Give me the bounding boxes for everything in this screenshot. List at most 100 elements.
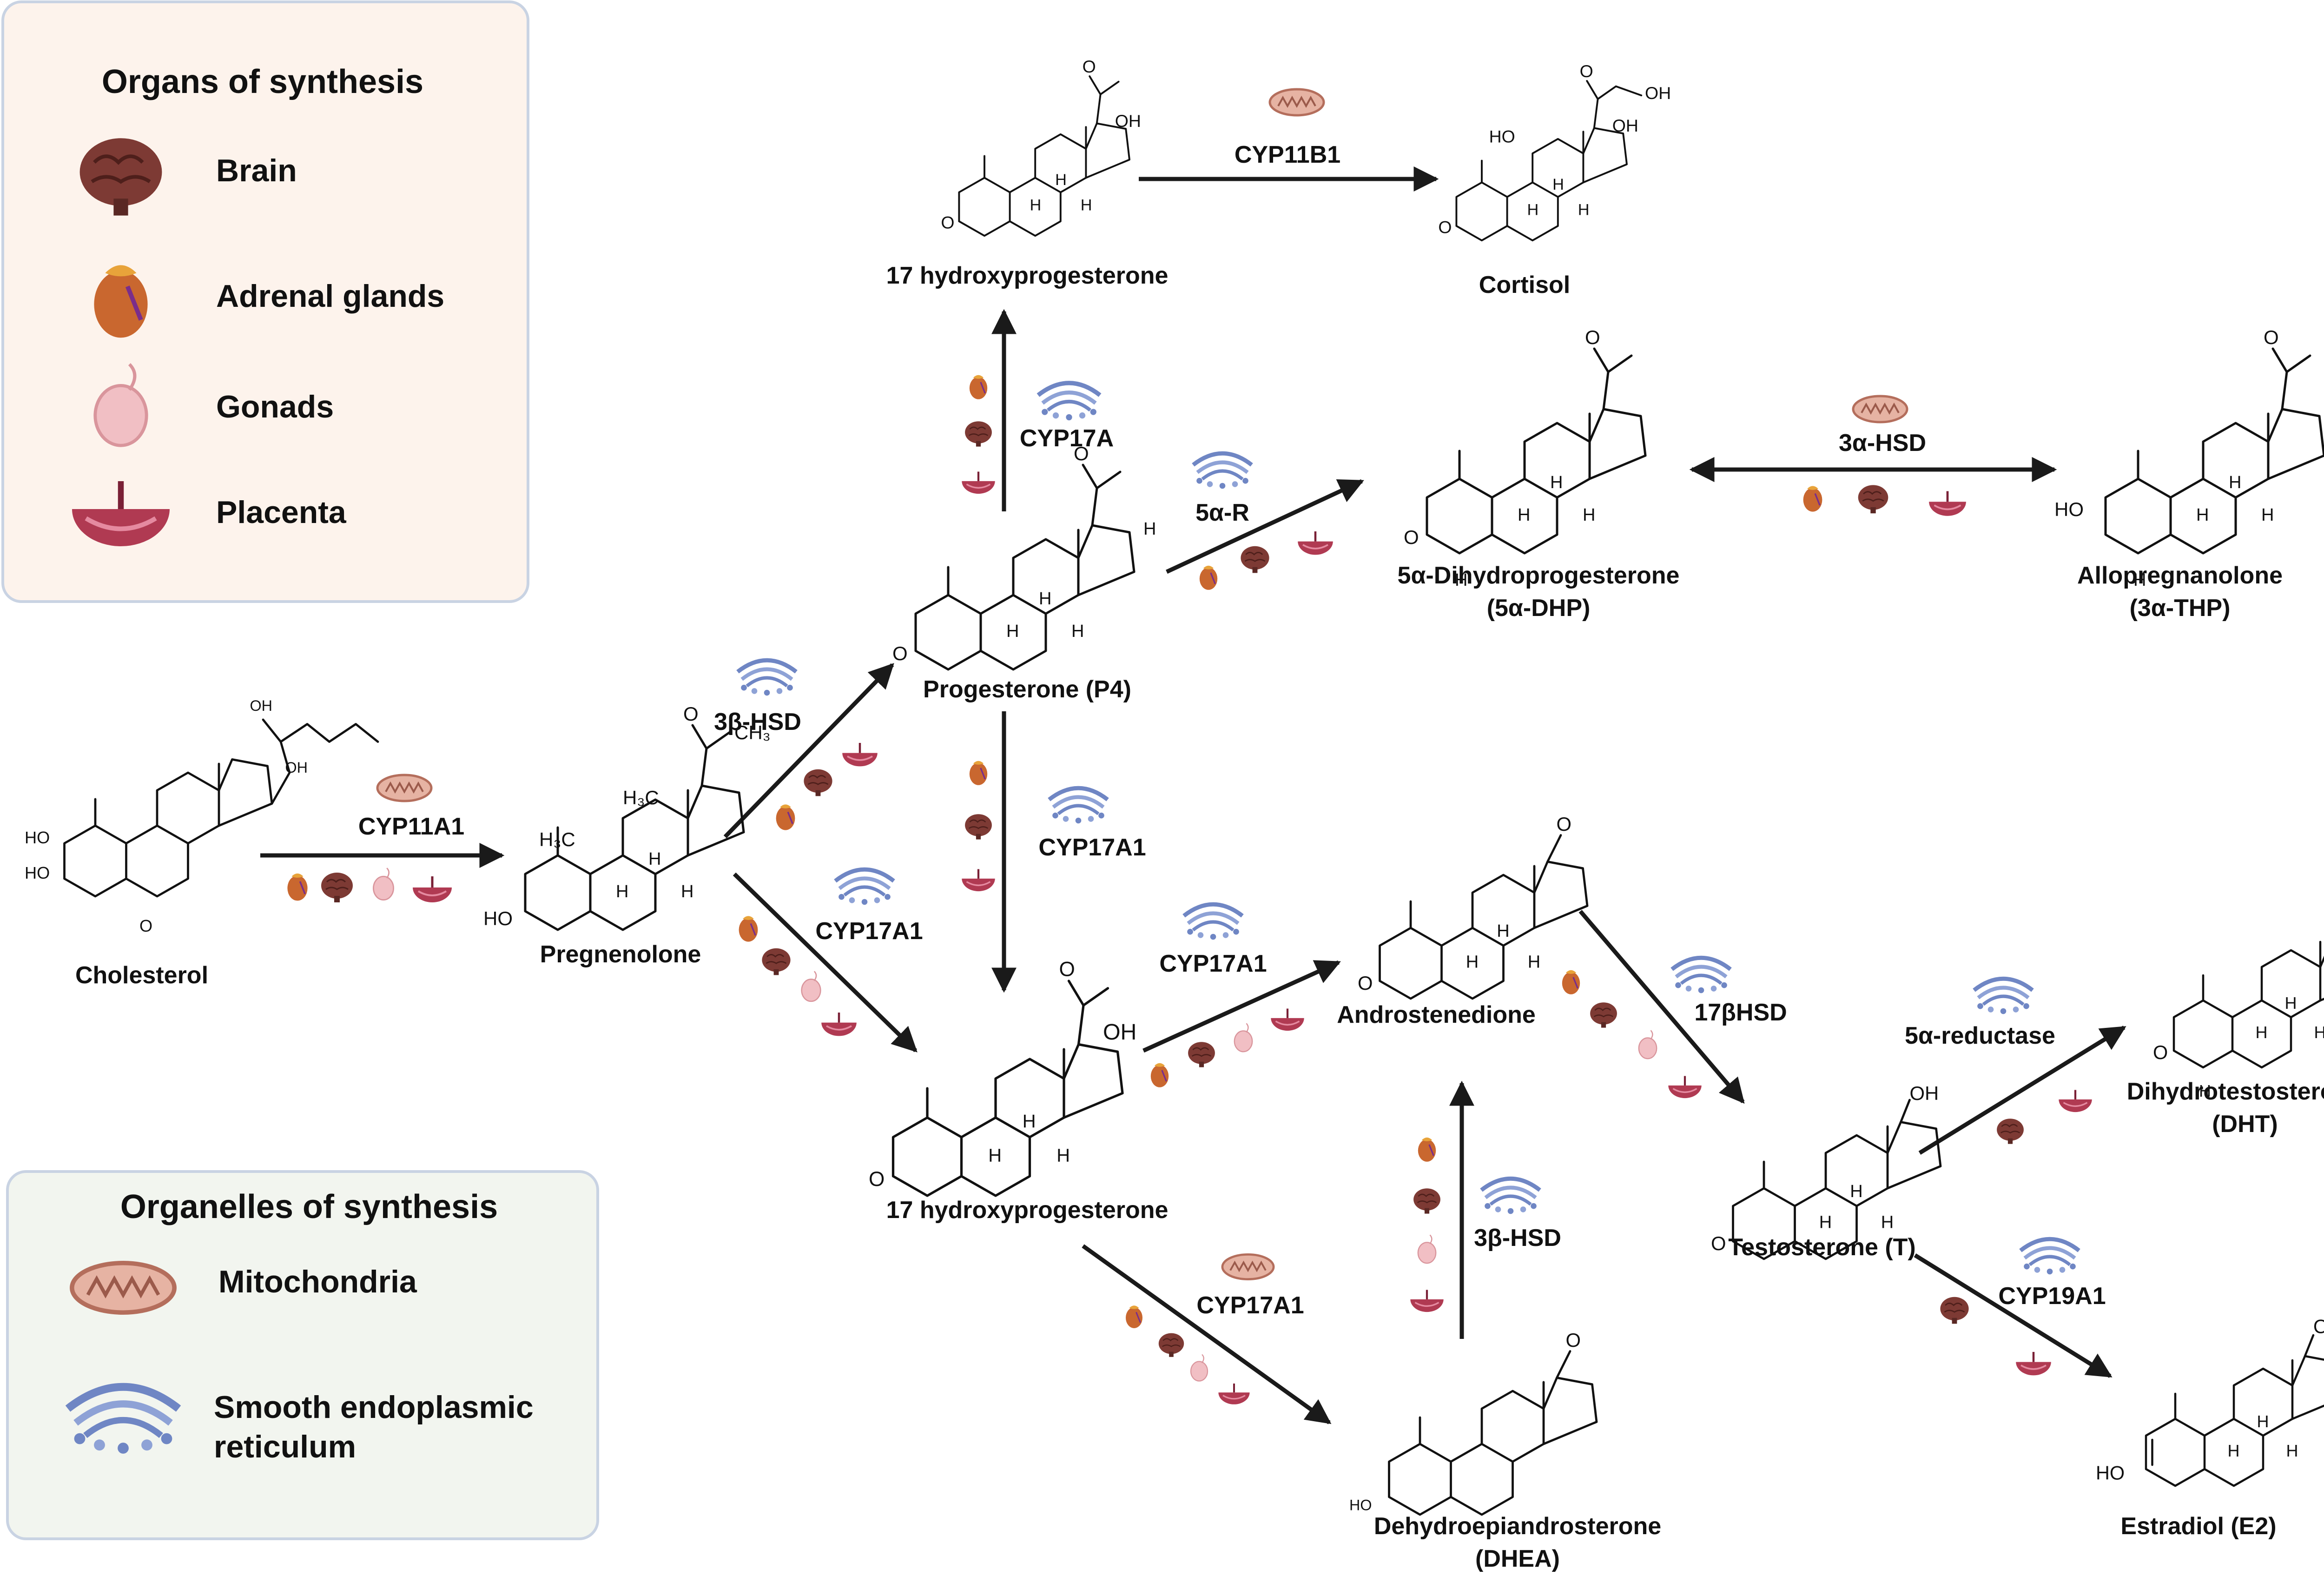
- label-dhp-abbr: (5α-DHP): [1487, 595, 1591, 622]
- svg-text:H: H: [1039, 589, 1051, 609]
- legend-item-adrenal: Adrenal glands: [216, 278, 444, 314]
- svg-text:H: H: [1550, 473, 1563, 492]
- svg-text:OH: OH: [2313, 1316, 2324, 1338]
- label-testosterone: Testosterone (T): [1728, 1234, 1916, 1261]
- svg-text:H: H: [1081, 197, 1092, 214]
- legend-item-mitochondria: Mitochondria: [218, 1264, 417, 1299]
- svg-text:O: O: [941, 213, 954, 232]
- arrow-andro-testo: [1578, 910, 1745, 1104]
- adrenal-gland-icon: [1802, 485, 1823, 513]
- ohp-top-structure: O OH O H H H: [941, 57, 1141, 237]
- arrow-testo-dht: [1918, 1026, 2126, 1155]
- svg-text:H₃C: H₃C: [623, 787, 659, 808]
- placenta-icon: [842, 743, 878, 766]
- adrenal-gland-icon: [286, 873, 309, 902]
- svg-text:OH: OH: [1612, 116, 1638, 135]
- smooth-er-icon: [1672, 958, 1730, 993]
- label-progesterone: Progesterone (P4): [923, 676, 1131, 703]
- label-ohp-top: 17 hydroxyprogesterone: [886, 262, 1169, 289]
- adrenal-gland-icon: [1417, 1137, 1437, 1163]
- adrenal-gland-icon: [969, 374, 988, 400]
- brain-icon: [320, 872, 354, 903]
- arrow-17ohp-andro: [1142, 960, 1341, 1053]
- svg-text:OH: OH: [1910, 1082, 1939, 1104]
- brain-icon: [964, 813, 993, 840]
- smooth-er-icon: [1049, 788, 1108, 823]
- label-cholesterol: Cholesterol: [75, 962, 208, 989]
- enzyme-labels: CYP11A1 3β-HSD CYP17A1 CYP17A CYP11B1 5α…: [358, 141, 2106, 1319]
- svg-text:HO: HO: [1489, 127, 1515, 146]
- legend-item-brain: Brain: [216, 153, 297, 188]
- svg-text:H: H: [2133, 570, 2146, 590]
- brain-icon: [761, 947, 791, 976]
- svg-text:H: H: [1466, 953, 1479, 972]
- svg-text:H: H: [988, 1146, 1002, 1166]
- svg-text:O: O: [1557, 813, 1572, 835]
- enzyme-cyp17a1-c: CYP17A1: [1159, 950, 1267, 977]
- label-allo-abbr: (3α-THP): [2130, 595, 2231, 622]
- pregnenolone-structure: O CH₃ H₃C H₃C HO H H H: [483, 703, 771, 930]
- svg-text:H: H: [1552, 176, 1564, 193]
- svg-text:O: O: [892, 642, 908, 664]
- label-ohp-mid: 17 hydroxyprogesterone: [886, 1197, 1169, 1224]
- svg-text:H: H: [1850, 1182, 1862, 1201]
- svg-text:O: O: [1059, 958, 1075, 981]
- placenta-icon: [2016, 1352, 2051, 1375]
- smooth-er-icon: [835, 869, 894, 905]
- svg-text:O: O: [869, 1168, 885, 1191]
- adrenal-gland-icon: [775, 803, 796, 831]
- placenta-icon: [2059, 1090, 2092, 1112]
- smooth-er-icon: [1974, 979, 2033, 1014]
- svg-text:H: H: [1497, 921, 1509, 941]
- gonad-icon: [801, 971, 821, 1002]
- enzyme-5ar: 5α-R: [1195, 499, 1249, 526]
- svg-text:CH₃: CH₃: [734, 722, 771, 743]
- svg-text:H: H: [2314, 1023, 2324, 1042]
- svg-text:O: O: [1438, 218, 1452, 237]
- brain-icon: [1940, 1296, 1969, 1324]
- svg-text:H: H: [1071, 622, 1084, 641]
- svg-text:O: O: [683, 703, 699, 725]
- svg-text:H: H: [2286, 1441, 2298, 1460]
- svg-text:H: H: [1518, 505, 1530, 525]
- estradiol-structure: OH HO H H H: [2096, 1316, 2324, 1486]
- testosterone-structure: OH O H H H: [1711, 1082, 1941, 1259]
- svg-text:O: O: [1404, 526, 1419, 548]
- gonad-icon: [1234, 1023, 1253, 1053]
- enzyme-17bhsd: 17βHSD: [1694, 999, 1787, 1026]
- label-estradiol: Estradiol (E2): [2120, 1513, 2276, 1540]
- svg-text:O: O: [1585, 326, 1600, 348]
- svg-text:O: O: [2264, 326, 2279, 348]
- svg-text:OH: OH: [1645, 83, 1671, 103]
- svg-text:H: H: [1030, 197, 1042, 214]
- enzyme-cyp17a1-a: CYP17A1: [815, 918, 923, 945]
- svg-text:HO: HO: [483, 907, 513, 929]
- enzyme-5a-reductase: 5α-reductase: [1905, 1022, 2055, 1049]
- mitochondria-icon: [1222, 1254, 1274, 1279]
- mitochondria-icon: [1853, 396, 1907, 422]
- mitochondria-icon: [1270, 89, 1324, 115]
- label-pregnenolone: Pregnenolone: [540, 941, 701, 968]
- svg-text:OH: OH: [1115, 111, 1141, 131]
- svg-text:OH: OH: [250, 697, 272, 714]
- dht-structure: OH O H H H H: [2153, 898, 2324, 1100]
- svg-text:OH: OH: [1103, 1020, 1136, 1045]
- legend-organelles-title: Organelles of synthesis: [120, 1188, 498, 1225]
- brain-icon: [1589, 1001, 1618, 1028]
- svg-text:HO: HO: [2096, 1463, 2125, 1484]
- svg-text:HO: HO: [25, 828, 50, 847]
- svg-text:H: H: [1023, 1111, 1036, 1132]
- brain-icon: [1158, 1332, 1185, 1358]
- svg-text:H: H: [1881, 1213, 1894, 1232]
- legend-organs: Organs of synthesis Brain Adrenal glands…: [1, 0, 529, 603]
- svg-text:H: H: [1527, 201, 1539, 219]
- progesterone-structure: O H O H H H: [892, 443, 1156, 669]
- svg-text:H: H: [1819, 1213, 1832, 1232]
- placenta-icon: [413, 876, 452, 902]
- svg-text:H: H: [2229, 473, 2241, 492]
- enzyme-cyp17a1-b: CYP17A1: [1038, 834, 1146, 861]
- svg-text:O: O: [1358, 972, 1373, 994]
- dhp-structure: O O H H H H: [1404, 326, 1645, 590]
- svg-text:O: O: [139, 916, 152, 935]
